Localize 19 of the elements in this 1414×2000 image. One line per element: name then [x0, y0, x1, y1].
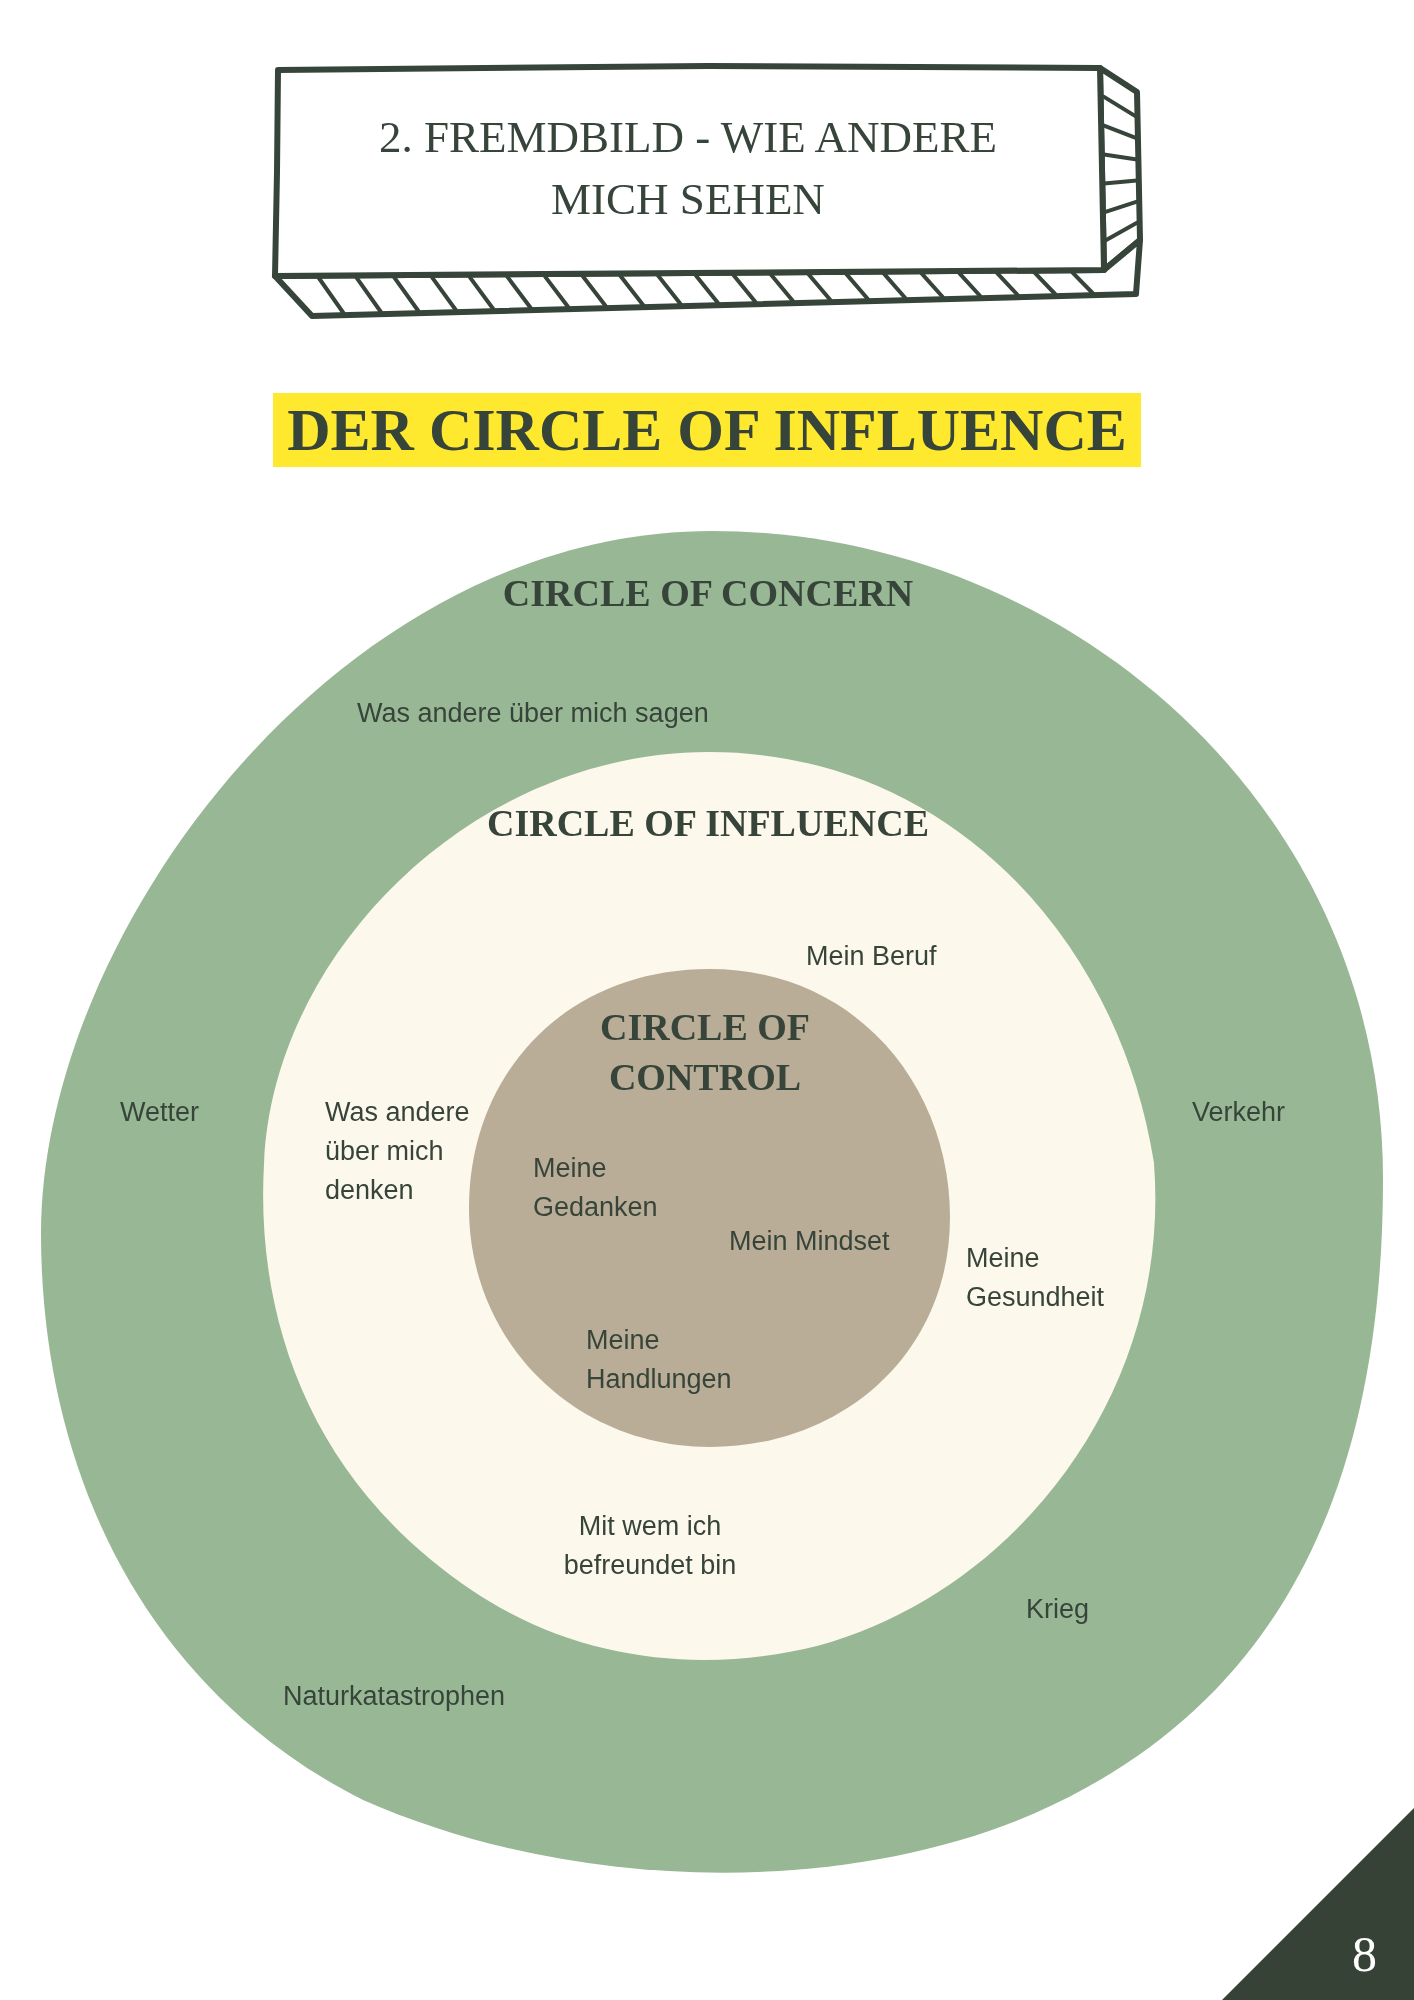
circle-heading: CIRCLE OF INFLUENCE: [486, 801, 930, 846]
item-text: Was andere über mich sagen: [357, 697, 710, 730]
circle-heading: CIRCLE OF CONTROL: [598, 1005, 812, 1100]
item-text: Verkehr: [1192, 1096, 1287, 1129]
highlighted-heading: DER CIRCLE OF INFLUENCE: [273, 393, 1141, 467]
item-text: Mein Mindset: [729, 1225, 891, 1258]
item-text: Was andere über mich denken: [325, 1096, 471, 1207]
item-text: Wetter: [120, 1096, 201, 1129]
inner-circle: [469, 969, 950, 1447]
page-number: 8: [1352, 1925, 1377, 1984]
item-text: Meine Gesundheit: [966, 1242, 1106, 1314]
item-text: Mit wem ich befreundet bin: [562, 1510, 738, 1582]
item-text: Mein Beruf: [806, 940, 938, 973]
title-text: 2. FREMDBILD - WIE ANDERE MICH SEHEN: [378, 111, 998, 226]
item-text: Naturkatastrophen: [283, 1680, 507, 1713]
item-text: Krieg: [1026, 1593, 1091, 1626]
item-text: Meine Handlungen: [586, 1324, 733, 1396]
circle-heading: CIRCLE OF CONCERN: [501, 571, 915, 616]
item-text: Meine Gedanken: [533, 1152, 659, 1224]
